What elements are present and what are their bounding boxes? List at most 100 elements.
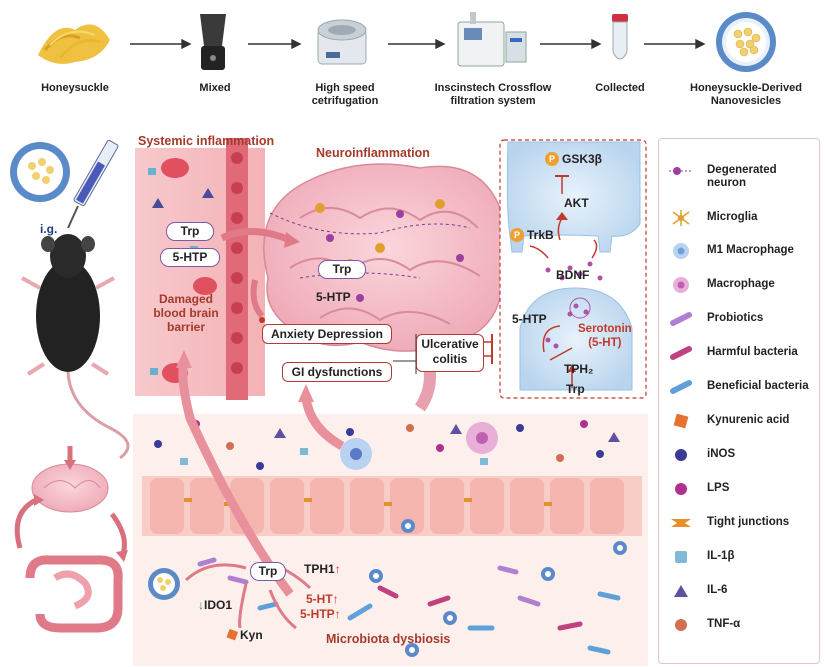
legend-item: LPS — [667, 482, 729, 495]
ido1-label: ↓IDO1 — [198, 598, 232, 612]
akt-label: AKT — [564, 196, 589, 210]
gi-dysfunctions-box: GI dysfunctions — [282, 362, 392, 382]
serotonin-label: Serotonin (5-HT) — [578, 323, 632, 349]
gut-5htp-up-icon: ↑ — [334, 607, 341, 621]
legend-item: iNOS — [667, 448, 735, 461]
blender-icon — [200, 14, 226, 70]
tph2-label: TPH₂ — [564, 362, 594, 376]
gut-5htp-label: 5-HTP↑ — [300, 607, 341, 621]
gut-to-brain-arrow — [301, 397, 345, 450]
legend-item-label: Probiotics — [707, 312, 764, 324]
neuroinflammation-title: Neuroinflammation — [316, 146, 430, 160]
microbiota-dysbiosis-label: Microbiota dysbiosis — [326, 632, 451, 646]
harmful-bacteria-icon — [670, 346, 692, 360]
gut-5ht-up-icon: ↑ — [332, 592, 339, 606]
legend-item: Microglia — [667, 210, 758, 226]
tph1-text: TPH1 — [304, 562, 335, 576]
legend-item-label: TNF-α — [707, 618, 741, 630]
trp-to-brain-arrow — [220, 227, 292, 244]
legend-item-label: Degenerated neuron — [707, 164, 777, 189]
gut-trp-badge: Trp — [250, 562, 286, 581]
synapse-trp-label: Trp — [566, 382, 585, 396]
synapse-5htp-label: 5-HTP — [512, 312, 547, 326]
gut-5htp-text: 5-HTP — [300, 607, 335, 621]
step-mixed-label: Mixed — [199, 82, 231, 94]
il6-icon — [674, 585, 688, 597]
tph1-label: TPH1↑ — [304, 562, 341, 576]
filtration-system-icon — [457, 12, 527, 67]
blood-trp-badge: Trp — [166, 222, 214, 241]
nanovesicle-icon — [716, 12, 776, 72]
step-centrifugation-label: High speed cetrifugation — [311, 82, 379, 107]
kyn-label: Kyn — [240, 628, 263, 642]
brain-trp-badge: Trp — [318, 260, 366, 279]
phospho-trkb-icon: P — [510, 228, 524, 242]
legend-item-label: LPS — [707, 482, 730, 494]
mechanism-illustration — [10, 138, 648, 666]
blood-vessel — [135, 138, 265, 400]
legend-item: IL-6 — [667, 584, 727, 597]
route-label: i.g. — [40, 222, 58, 236]
centrifuge-icon — [317, 19, 367, 65]
il1b-icon — [675, 551, 687, 563]
legend-item-label: Beneficial bacteria — [707, 380, 809, 392]
inos-icon — [675, 449, 687, 461]
gut-5ht-text: 5-HT — [306, 592, 333, 606]
syringe-icon — [67, 139, 119, 229]
legend-item-label: iNOS — [707, 448, 736, 460]
legend-item: Degenerated neuron — [667, 164, 777, 190]
step-collected-label: Collected — [595, 82, 645, 94]
legend-item-label: Kynurenic acid — [707, 414, 790, 426]
legend-item: IL-1β — [667, 550, 734, 563]
lps-icon — [675, 483, 687, 495]
gut-macrophage — [340, 422, 498, 470]
step-filtration-label: Inscinstech Crossflow filtration system — [434, 82, 552, 107]
legend-panel — [658, 138, 820, 664]
ido1-text: IDO1 — [204, 598, 233, 612]
dosing-nanovesicle-icon — [10, 142, 70, 202]
legend-item-label: Harmful bacteria — [707, 346, 798, 358]
step-nanovesicles-label: Honeysuckle-Derived Nanovesicles — [690, 82, 802, 107]
damaged-bbb-label: Damaged blood brain barrier — [153, 292, 219, 334]
intestine-section — [133, 414, 648, 666]
gsk3b-label: GSK3β — [562, 152, 603, 166]
step-honeysuckle-label: Honeysuckle — [41, 82, 109, 94]
legend-item-label: IL-1β — [707, 550, 735, 562]
probiotics-icon — [670, 312, 692, 326]
m1-macrophage-icon — [673, 243, 689, 259]
tnfa-icon — [675, 619, 687, 631]
anxiety-depression-box: Anxiety Depression — [262, 324, 392, 344]
gut-brain-axis-icon — [14, 446, 128, 633]
legend-item: Harmful bacteria — [667, 346, 798, 360]
degenerated-neuron-icon — [669, 167, 693, 175]
pipeline-graphics — [38, 12, 776, 72]
honeysuckle-icon — [38, 24, 110, 64]
tight-junctions-icon — [671, 519, 691, 527]
collection-tube-icon — [612, 14, 628, 60]
legend-item-label: Tight junctions — [707, 516, 790, 528]
gut-5ht-label: 5-HT↑ — [306, 592, 339, 606]
synapse-panel — [499, 139, 647, 399]
legend-item-label: IL-6 — [707, 584, 728, 596]
legend-item: Kynurenic acid — [667, 413, 790, 429]
systemic-inflammation-title: Systemic inflammation — [138, 134, 275, 148]
legend-item: Tight junctions — [667, 516, 789, 529]
legend-item-label: Microglia — [707, 211, 758, 223]
gut-to-blood-arrow — [178, 362, 294, 597]
kynurenic-acid-icon — [673, 413, 689, 429]
beneficial-bacteria-icon — [670, 380, 692, 394]
bdnf-label: BDNF — [556, 268, 590, 282]
microglia-icon — [672, 210, 690, 226]
legend-item: M1 Macrophage — [667, 243, 794, 259]
legend-item: Macrophage — [667, 277, 775, 293]
macrophage-icon — [673, 277, 689, 293]
brain-5htp-label: 5-HTP — [316, 290, 351, 304]
trkb-label: TrkB — [527, 228, 554, 242]
mouse-icon — [21, 234, 130, 460]
legend-item: TNF-α — [667, 618, 740, 631]
legend-item: Beneficial bacteria — [667, 380, 809, 394]
ulcerative-colitis-box: Ulcerative colitis — [416, 334, 484, 372]
tph1-up-icon: ↑ — [334, 562, 341, 576]
ido1-down-icon: ↓ — [198, 598, 204, 612]
phospho-gsk3b-icon: P — [545, 152, 559, 166]
